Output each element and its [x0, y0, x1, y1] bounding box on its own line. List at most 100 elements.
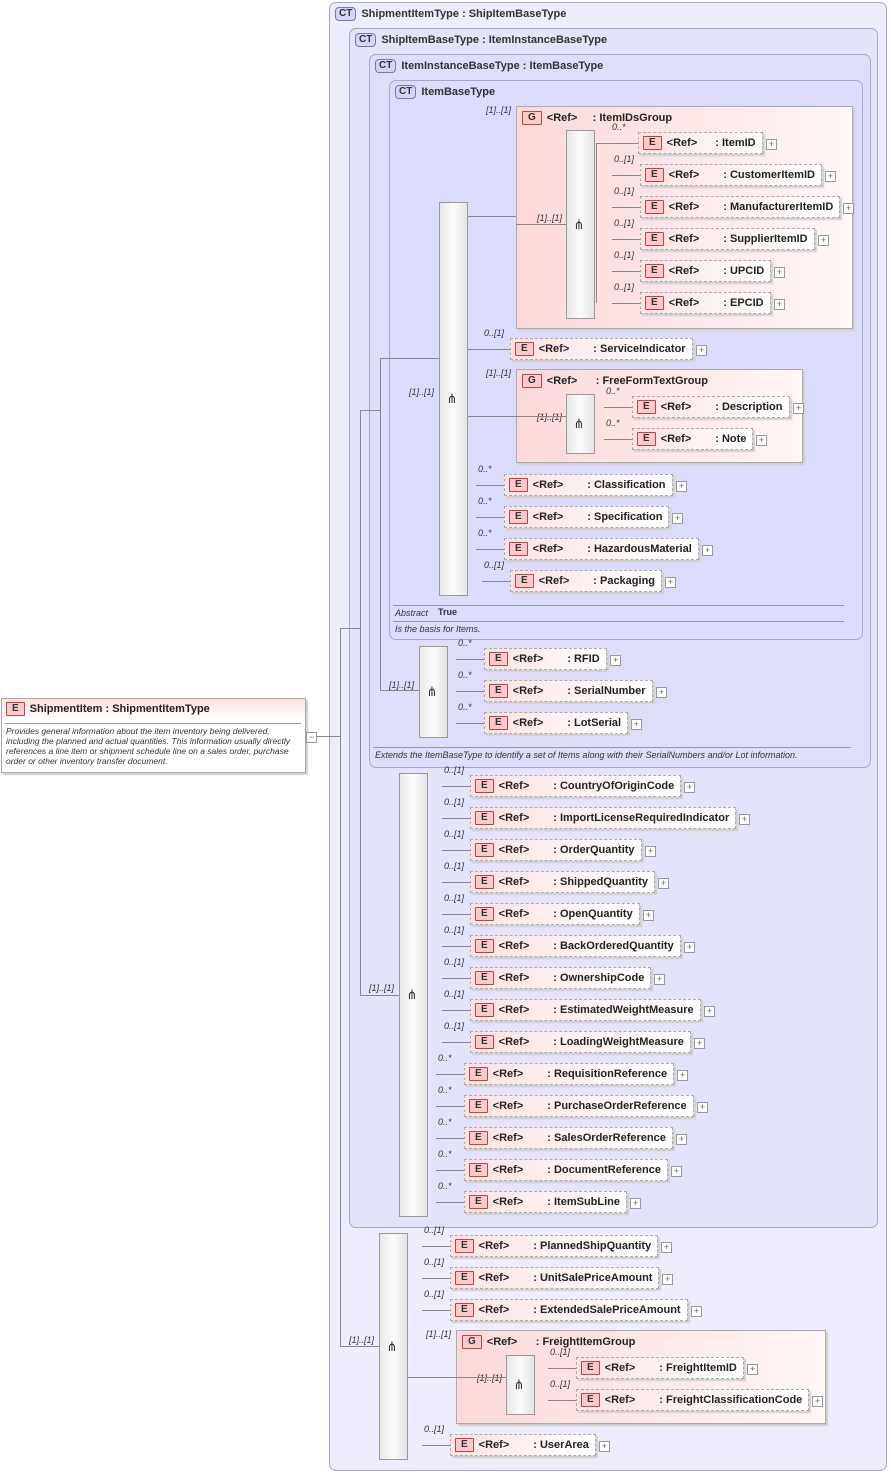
connector-line: [436, 1106, 464, 1107]
expand-icon[interactable]: +: [702, 545, 713, 556]
element-estimatedweightmeasure[interactable]: E<Ref>: EstimatedWeightMeasure: [470, 999, 701, 1021]
type-separator: :: [567, 685, 574, 697]
expand-icon[interactable]: +: [684, 942, 695, 953]
element-countryoforigincode[interactable]: E<Ref>: CountryOfOriginCode: [470, 775, 682, 797]
element-openquantity[interactable]: E<Ref>: OpenQuantity: [470, 903, 640, 925]
expand-icon[interactable]: +: [747, 1364, 758, 1375]
expand-icon[interactable]: +: [696, 345, 707, 356]
element-plannedshipquantity[interactable]: E<Ref>: PlannedShipQuantity: [450, 1235, 659, 1257]
ref-label: <Ref>: [538, 575, 570, 587]
element-importlicenserequiredindicator[interactable]: E<Ref>: ImportLicenseRequiredIndicator: [470, 807, 737, 829]
expand-icon[interactable]: +: [739, 814, 750, 825]
ref-label: <Ref>: [492, 1100, 524, 1112]
element-epcid[interactable]: E<Ref>: EPCID: [640, 292, 771, 314]
expand-icon[interactable]: +: [684, 782, 695, 793]
expand-icon[interactable]: +: [665, 577, 676, 588]
connector-line: [442, 786, 470, 787]
connector-line: [422, 1445, 450, 1446]
sequence-compositor[interactable]: [566, 130, 595, 319]
element-orderquantity[interactable]: E<Ref>: OrderQuantity: [470, 839, 642, 861]
type-separator: :: [533, 1272, 540, 1284]
sequence-compositor[interactable]: [419, 646, 448, 738]
expand-icon[interactable]: +: [676, 1134, 687, 1145]
element-upcid[interactable]: E<Ref>: UPCID: [640, 260, 772, 282]
expand-icon[interactable]: +: [672, 513, 683, 524]
sequence-compositor[interactable]: [506, 1355, 535, 1415]
element-specification[interactable]: E<Ref>: Specification: [504, 506, 670, 528]
expand-icon[interactable]: +: [825, 171, 836, 182]
element-salesorderreference[interactable]: E<Ref>: SalesOrderReference: [464, 1127, 673, 1149]
ref-label: <Ref>: [492, 1132, 524, 1144]
cardinality-label: 0..*: [458, 670, 472, 680]
root-element-box[interactable]: [1, 698, 306, 773]
expand-icon[interactable]: +: [677, 1070, 688, 1081]
expand-icon[interactable]: +: [658, 878, 669, 889]
element-freightclassificationcode[interactable]: E<Ref>: FreightClassificationCode: [576, 1389, 810, 1411]
element-extendedsalepriceamount[interactable]: E<Ref>: ExtendedSalePriceAmount: [450, 1299, 688, 1321]
element-purchaseorderreference[interactable]: E<Ref>: PurchaseOrderReference: [464, 1095, 694, 1117]
sequence-compositor[interactable]: [439, 202, 468, 596]
expand-icon[interactable]: +: [610, 655, 621, 666]
element-serialnumber[interactable]: E<Ref>: SerialNumber: [484, 680, 653, 702]
expand-icon[interactable]: +: [691, 1306, 702, 1317]
element-serviceindicator[interactable]: E<Ref>: ServiceIndicator: [510, 338, 693, 360]
element-loadingweightmeasure[interactable]: E<Ref>: LoadingWeightMeasure: [470, 1031, 691, 1053]
expand-icon[interactable]: +: [793, 403, 804, 414]
expand-icon[interactable]: +: [645, 846, 656, 857]
element-unitsalepriceamount[interactable]: E<Ref>: UnitSalePriceAmount: [450, 1267, 660, 1289]
cardinality-label: 0..*: [458, 702, 472, 712]
element-backorderedquantity[interactable]: E<Ref>: BackOrderedQuantity: [470, 935, 681, 957]
element-manufactureritemid[interactable]: E<Ref>: ManufacturerItemID: [640, 196, 841, 218]
element-name: ItemID: [721, 137, 756, 149]
cardinality-label: 0..[1]: [424, 1225, 445, 1235]
expand-icon[interactable]: +: [697, 1102, 708, 1113]
element-rfid[interactable]: E<Ref>: RFID: [484, 648, 607, 670]
connector-line: [380, 358, 439, 359]
element-lotserial[interactable]: E<Ref>: LotSerial: [484, 712, 629, 734]
element-description[interactable]: E<Ref>: Description: [632, 396, 790, 418]
element-ownershipcode[interactable]: E<Ref>: OwnershipCode: [470, 967, 652, 989]
element-packaging[interactable]: E<Ref>: Packaging: [510, 570, 663, 592]
element-name: Description: [721, 401, 783, 413]
expand-icon[interactable]: +: [818, 235, 829, 246]
expand-icon[interactable]: +: [766, 139, 777, 150]
cardinality-label: [1]..[1]: [389, 680, 415, 690]
expand-icon[interactable]: +: [631, 719, 642, 730]
element-hazardousmaterial[interactable]: E<Ref>: HazardousMaterial: [504, 538, 699, 560]
expand-icon[interactable]: +: [662, 1274, 673, 1285]
expand-icon[interactable]: +: [656, 687, 667, 698]
element-note[interactable]: E<Ref>: Note: [632, 428, 754, 450]
expand-icon[interactable]: +: [704, 1006, 715, 1017]
element-supplieritemid[interactable]: E<Ref>: SupplierItemID: [640, 228, 815, 250]
expand-icon[interactable]: +: [630, 1198, 641, 1209]
element-classification[interactable]: E<Ref>: Classification: [504, 474, 673, 496]
element-requisitionreference[interactable]: E<Ref>: RequisitionReference: [464, 1063, 675, 1085]
free-form-text-group-title: G<Ref> : FreeFormTextGroup: [522, 374, 708, 388]
expand-icon[interactable]: +: [843, 203, 854, 214]
expand-icon[interactable]: +: [694, 1038, 705, 1049]
element-customeritemid[interactable]: E<Ref>: CustomerItemID: [640, 164, 822, 186]
expand-icon[interactable]: +: [812, 1396, 823, 1407]
expand-icon[interactable]: +: [756, 435, 767, 446]
expand-icon[interactable]: +: [671, 1166, 682, 1177]
element-freightitemid[interactable]: E<Ref>: FreightItemID: [576, 1357, 744, 1379]
expand-icon[interactable]: +: [676, 481, 687, 492]
element-userarea[interactable]: E<Ref>: UserArea: [450, 1434, 596, 1456]
expand-icon[interactable]: +: [654, 974, 665, 985]
element-shippedquantity[interactable]: E<Ref>: ShippedQuantity: [470, 871, 655, 893]
expand-icon[interactable]: +: [774, 267, 785, 278]
sequence-compositor[interactable]: [399, 773, 428, 1217]
cardinality-label: 0..[1]: [424, 1424, 445, 1434]
element-itemid[interactable]: E<Ref>: ItemID: [638, 132, 763, 154]
sequence-compositor[interactable]: [379, 1233, 408, 1460]
cardinality-label: [1]..[1]: [426, 1329, 452, 1339]
expand-icon[interactable]: +: [599, 1441, 610, 1452]
element-documentreference[interactable]: E<Ref>: DocumentReference: [464, 1159, 668, 1181]
expand-icon[interactable]: +: [643, 910, 654, 921]
expand-icon[interactable]: +: [774, 299, 785, 310]
element-itemsubline[interactable]: E<Ref>: ItemSubLine: [464, 1191, 627, 1213]
expand-icon[interactable]: +: [661, 1242, 672, 1253]
collapse-icon[interactable]: −: [306, 732, 317, 743]
sequence-compositor[interactable]: [566, 394, 595, 454]
